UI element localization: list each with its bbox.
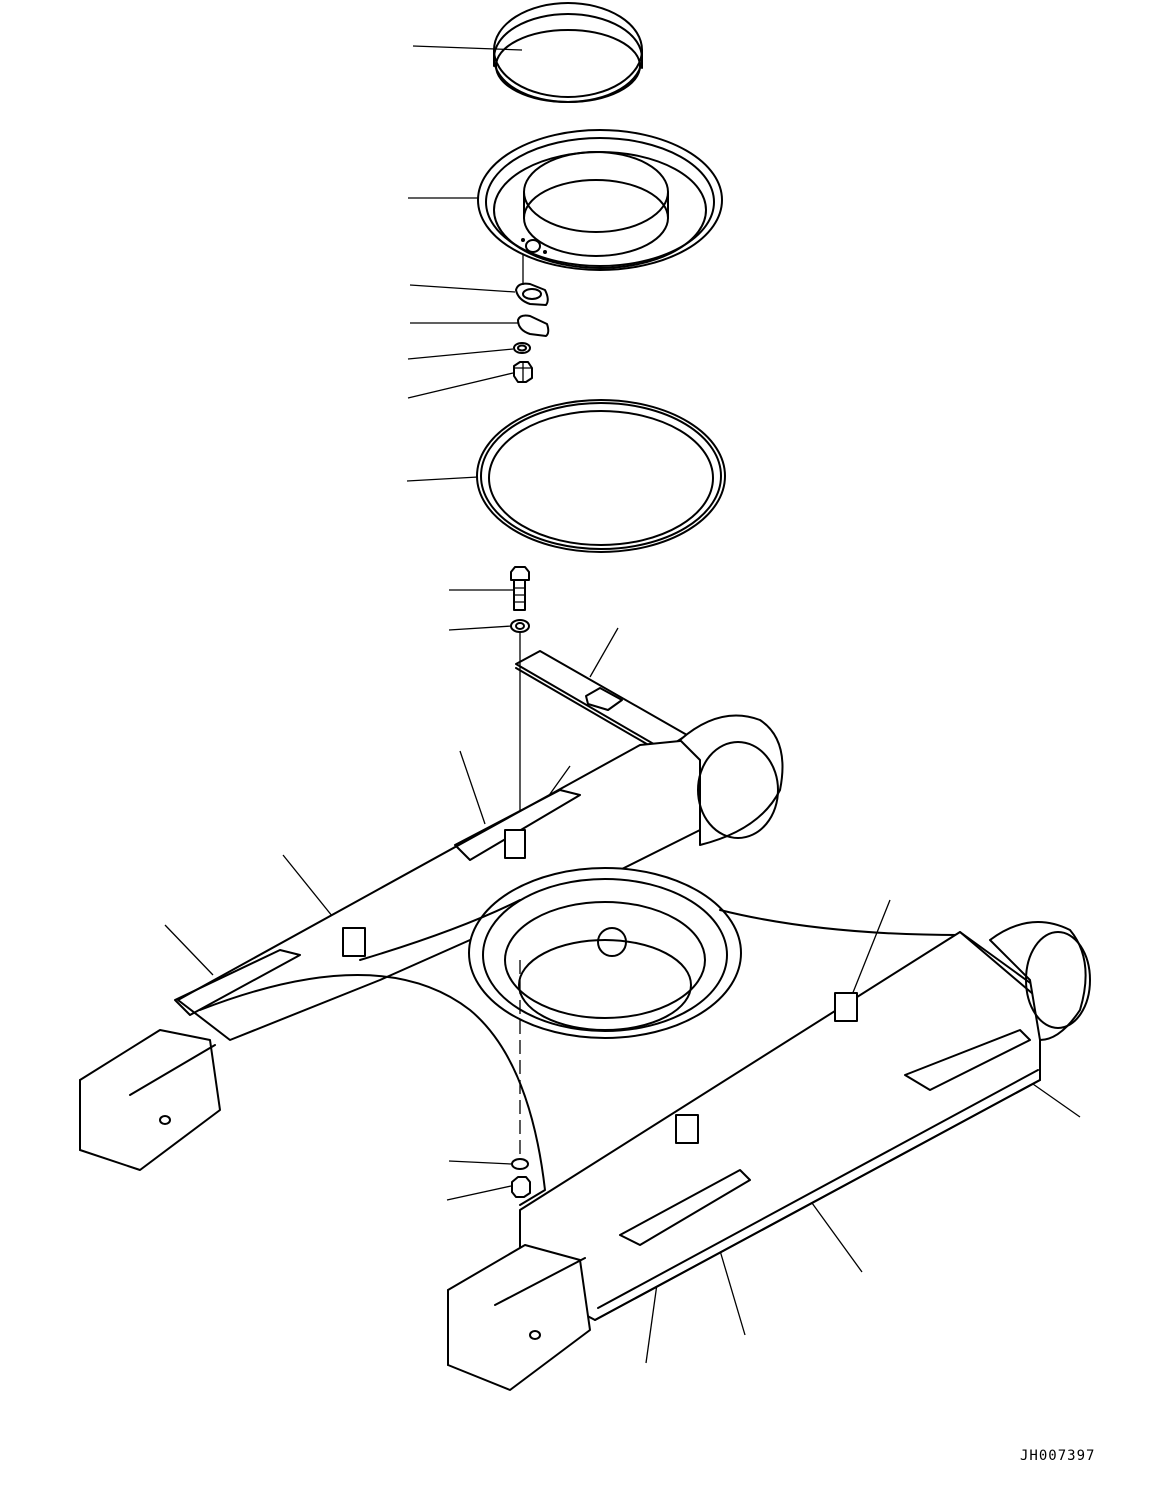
leader-line-track-frame-washer — [448, 1160, 512, 1165]
leader-line-nut — [407, 372, 514, 399]
o-ring-part — [476, 399, 726, 553]
leader-line-track-frame — [811, 1202, 863, 1273]
leader-line-rock-guard-left — [164, 924, 214, 976]
seal-ring-part — [493, 2, 643, 103]
leader-line-gasket — [409, 284, 516, 293]
leader-line-rock-guard-upper — [459, 750, 486, 825]
leader-line-bracket-right — [851, 899, 891, 996]
leader-line-under-cover — [589, 627, 619, 678]
leader-line-track-frame-nut — [446, 1185, 512, 1201]
track-frame-part — [79, 714, 1091, 1391]
leader-line-bolt-washer — [448, 625, 513, 631]
cover-plate-part — [477, 129, 723, 285]
leader-line-washer — [407, 348, 514, 360]
figure-reference-code: JH007397 — [1020, 1448, 1096, 1464]
under-cover-part — [515, 650, 688, 755]
leader-line-o-ring — [406, 476, 479, 482]
small-parts — [513, 282, 550, 383]
